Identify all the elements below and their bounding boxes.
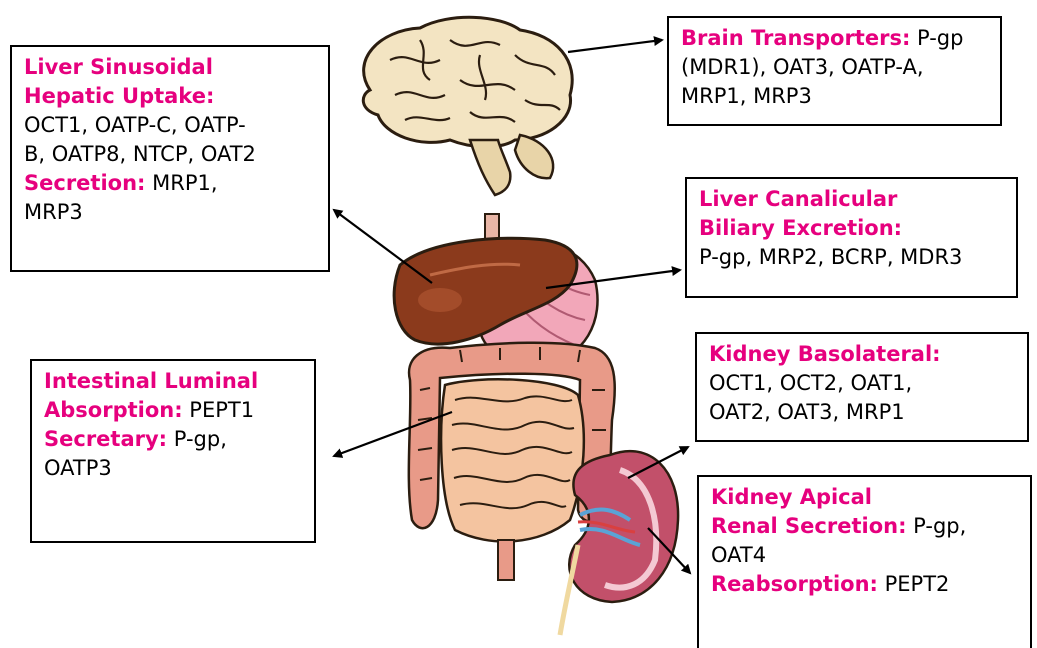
intestinal-absorption-line: Absorption: PEPT1 (44, 396, 306, 425)
brain-inline: P-gp (910, 26, 963, 50)
reabsorption-inline: PEPT2 (878, 572, 949, 596)
absorption-inline: PEPT1 (183, 398, 254, 422)
kidney-basolateral-box: Kidney Basolateral: OCT1, OCT2, OAT1, OA… (695, 332, 1029, 442)
secretion-label: Secretion: (24, 171, 145, 195)
liver-sinusoidal-title-1: Liver Sinusoidal (24, 53, 320, 82)
brain-line-3: MRP1, MRP3 (681, 82, 992, 111)
small-intestine-illustration (441, 379, 584, 580)
liver-sinusoidal-secretion-line: Secretion: MRP1, (24, 169, 320, 198)
brain-illustration (363, 17, 572, 195)
brain-line-2: (MDR1), OAT3, OATP-A, (681, 53, 992, 82)
brain-transporters-box: Brain Transporters: P-gp (MDR1), OAT3, O… (667, 16, 1002, 126)
liver-sinusoidal-secretion-2: MRP3 (24, 198, 320, 227)
absorption-label: Absorption: (44, 398, 183, 422)
secretion-inline: MRP1, (145, 171, 217, 195)
secretary-inline: P-gp, (167, 427, 227, 451)
secretary-label: Secretary: (44, 427, 167, 451)
renal-secretion-label: Renal Secretion: (711, 514, 906, 538)
liver-sinusoidal-uptake-1: OCT1, OATP-C, OATP- (24, 111, 320, 140)
brain-label: Brain Transporters: (681, 26, 910, 50)
liver-canalicular-box: Liver Canalicular Biliary Excretion: P-g… (685, 177, 1018, 298)
reabsorption-label: Reabsorption: (711, 572, 878, 596)
kidney-apical-line-3: OAT4 (711, 541, 1022, 570)
reabsorption-line: Reabsorption: PEPT2 (711, 570, 1022, 599)
liver-sinusoidal-title-2: Hepatic Uptake: (24, 82, 320, 111)
kidney-basolateral-line-2: OCT1, OCT2, OAT1, (709, 369, 1019, 398)
kidney-illustration (560, 451, 678, 635)
brain-line-1: Brain Transporters: P-gp (681, 24, 992, 53)
kidney-basolateral-line-3: OAT2, OAT3, MRP1 (709, 398, 1019, 427)
intestinal-title: Intestinal Luminal (44, 367, 306, 396)
kidney-basolateral-title: Kidney Basolateral: (709, 340, 1019, 369)
renal-secretion-line: Renal Secretion: P-gp, (711, 512, 1022, 541)
liver-canalicular-line-3: P-gp, MRP2, BCRP, MDR3 (699, 243, 1008, 272)
intestinal-box: Intestinal Luminal Absorption: PEPT1 Sec… (30, 359, 316, 543)
intestinal-line-4: OATP3 (44, 454, 306, 483)
renal-secretion-inline: P-gp, (906, 514, 966, 538)
liver-sinusoidal-box: Liver Sinusoidal Hepatic Uptake: OCT1, O… (10, 45, 330, 272)
intestinal-secretary-line: Secretary: P-gp, (44, 425, 306, 454)
kidney-apical-title: Kidney Apical (711, 483, 1022, 512)
kidney-apical-box: Kidney Apical Renal Secretion: P-gp, OAT… (697, 475, 1032, 648)
liver-canalicular-title-1: Liver Canalicular (699, 185, 1008, 214)
liver-sinusoidal-uptake-2: B, OATP8, NTCP, OAT2 (24, 140, 320, 169)
liver-canalicular-title-2: Biliary Excretion: (699, 214, 1008, 243)
